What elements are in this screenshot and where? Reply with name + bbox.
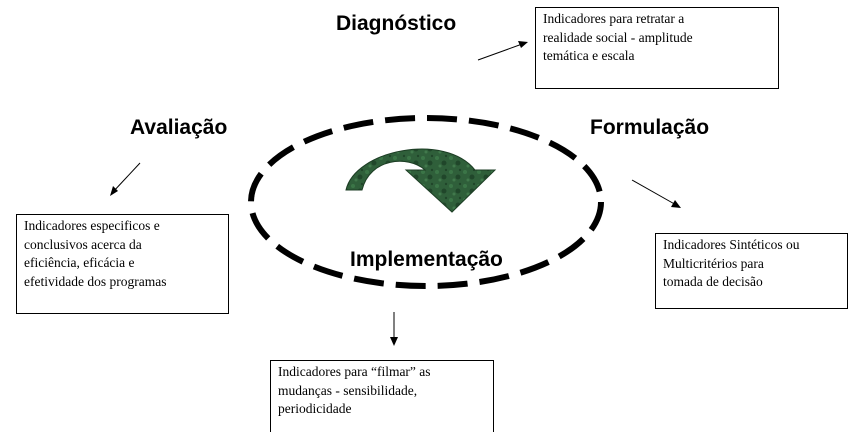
box-formulacao-line: Indicadores Sintéticos ou (663, 237, 800, 252)
box-formulacao-line: Multicritérios para (663, 255, 764, 271)
cycle-ellipse (248, 115, 604, 289)
box-diagnostico-line: temática e escala (543, 48, 635, 63)
box-avaliacao: Indicadores especificos e conclusivos ac… (16, 214, 229, 314)
cycle-arrow-icon (345, 148, 497, 213)
arrow-to-diagnostico-box (477, 41, 528, 61)
box-avaliacao-line: eficiência, eficácia e (24, 255, 135, 270)
stage-label-implementacao: Implementação (350, 248, 503, 271)
stage-label-formulacao: Formulação (590, 116, 710, 139)
box-avaliacao-line: conclusivos acerca da (24, 236, 142, 252)
box-diagnostico-line: Indicadores para retratar a (543, 11, 685, 26)
stage-label-diagnostico: Diagnóstico (336, 12, 457, 35)
box-avaliacao-line: efetividade dos programas (24, 273, 167, 289)
stage-label-avaliacao: Avaliação (130, 116, 228, 139)
arrow-to-formulacao-box (631, 179, 681, 208)
box-diagnostico: Indicadores para retratar a realidade so… (535, 7, 779, 89)
box-implementacao-line: periodicidade (278, 401, 352, 416)
box-implementacao-line: Indicadores para “filmar” as (278, 364, 431, 379)
arrow-to-implementacao-box (390, 312, 398, 346)
box-formulacao: Indicadores Sintéticos ou Multicritérios… (655, 233, 848, 309)
box-implementacao: Indicadores para “filmar” as mudanças - … (270, 360, 494, 432)
box-diagnostico-line: realidade social - amplitude (543, 29, 693, 45)
arrow-to-avaliacao-box (110, 162, 141, 196)
box-implementacao-line: mudanças - sensibilidade, (278, 382, 418, 398)
box-avaliacao-line: Indicadores especificos e (24, 218, 160, 233)
box-formulacao-line: tomada de decisão (663, 274, 763, 289)
